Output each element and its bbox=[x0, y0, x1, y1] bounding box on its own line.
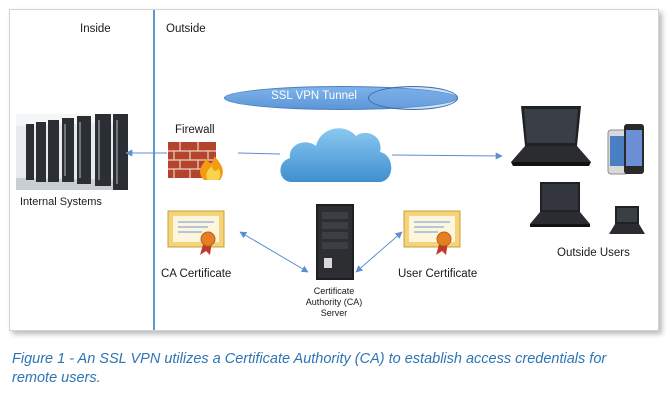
internal-systems-label: Internal Systems bbox=[20, 196, 102, 208]
user-certificate-icon bbox=[403, 210, 461, 255]
ca-server-label-line2: Authority (CA) bbox=[305, 297, 363, 307]
outside-label: Outside bbox=[166, 23, 206, 35]
ca-cert-arrow bbox=[239, 231, 309, 273]
firewall-icon bbox=[168, 142, 223, 180]
ca-certificate-icon bbox=[167, 210, 225, 255]
firewall-label: Firewall bbox=[175, 124, 215, 136]
ca-server-label: Certificate Authority (CA) Server bbox=[292, 286, 376, 319]
cloud-icon bbox=[280, 128, 392, 182]
connector-arrows bbox=[125, 149, 503, 273]
outside-arrow bbox=[391, 152, 503, 160]
laptop-small-icon bbox=[530, 182, 590, 227]
tunnel-end-ring bbox=[368, 86, 458, 110]
tunnel-label: SSL VPN Tunnel bbox=[271, 90, 357, 102]
laptop-icon bbox=[511, 106, 591, 166]
figure-caption: Figure 1 - An SSL VPN utilizes a Certifi… bbox=[12, 351, 607, 386]
diagram-frame: Inside Outside SSL VPN Tunnel Internal S… bbox=[9, 9, 659, 331]
server-tower-icon bbox=[316, 204, 354, 280]
smartphone-icon bbox=[607, 124, 644, 175]
ca-server-label-line3: Server bbox=[320, 308, 348, 318]
ca-server-label-line1: Certificate bbox=[313, 286, 355, 296]
server-racks-icon bbox=[16, 114, 128, 190]
ca-certificate-label: CA Certificate bbox=[161, 268, 232, 280]
inside-label: Inside bbox=[80, 23, 111, 35]
network-divider bbox=[153, 10, 155, 330]
outside-users-label: Outside Users bbox=[557, 247, 630, 259]
user-certificate-label: User Certificate bbox=[398, 268, 478, 280]
netbook-icon bbox=[609, 206, 645, 234]
user-cert-arrow bbox=[355, 231, 403, 273]
